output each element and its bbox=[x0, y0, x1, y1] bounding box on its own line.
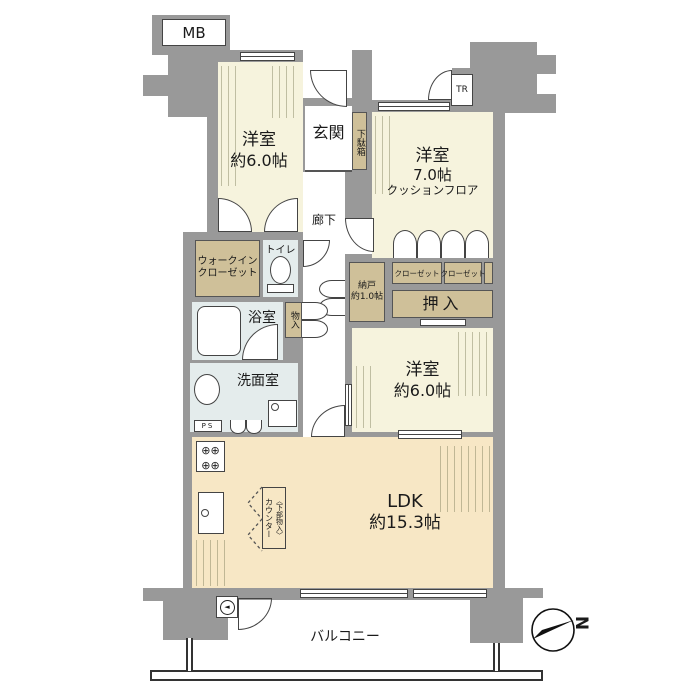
closet-bifold-door bbox=[393, 230, 417, 258]
window-balcony-right bbox=[413, 589, 487, 598]
door-arc-balcony bbox=[238, 598, 272, 630]
wall-shaft-tr-tab1 bbox=[537, 55, 556, 74]
compass-north-label: N bbox=[571, 615, 592, 631]
closet-right-label: クローゼット bbox=[440, 268, 486, 278]
counter-dashed-partition bbox=[247, 486, 263, 552]
room-nando bbox=[349, 262, 385, 322]
kitchen-stove: ⊕⊕ ⊕⊕ bbox=[196, 441, 225, 472]
room-oshiire bbox=[392, 290, 493, 318]
closet-bifold-door bbox=[441, 230, 465, 258]
sliding-door-oshiire bbox=[420, 319, 466, 326]
kitchen-faucet-icon bbox=[201, 509, 209, 517]
closet-left-label: クローゼット bbox=[394, 268, 440, 278]
room-wic bbox=[195, 240, 260, 297]
room-ldk bbox=[192, 437, 493, 588]
washbasin bbox=[194, 374, 220, 405]
floor-hatch bbox=[440, 446, 490, 512]
closet-cell-end bbox=[484, 262, 493, 284]
wic-label: ウォークイン クローゼット bbox=[197, 256, 258, 279]
balcony-label: バルコニー bbox=[310, 628, 380, 645]
kitchen-counter: カウンター 〈下部物入〉 bbox=[262, 487, 286, 549]
stove-burner-icon: ⊕⊕ bbox=[201, 444, 220, 457]
storage-small-door bbox=[302, 302, 328, 320]
ps-box: PS bbox=[194, 420, 222, 432]
balcony-post-left bbox=[186, 638, 193, 671]
closet-cell-left bbox=[392, 262, 442, 284]
window-bedroom-ne bbox=[378, 102, 450, 111]
oshiire-label: 押入 bbox=[422, 294, 463, 314]
door-arc-tr bbox=[428, 70, 452, 100]
stove-burner-icon: ⊕⊕ bbox=[201, 459, 220, 472]
balcony-railing bbox=[150, 670, 543, 681]
toilet-tank bbox=[267, 284, 294, 293]
nando-label: 納戸 約1.0帖 bbox=[350, 281, 384, 302]
room-bedroom-e bbox=[352, 328, 493, 432]
floor-hatch bbox=[375, 116, 391, 194]
window-balcony-left bbox=[300, 589, 408, 598]
mb-box: MB bbox=[162, 19, 226, 46]
closet-cell-right bbox=[444, 262, 482, 284]
washing-machine-tap-icon bbox=[271, 403, 279, 411]
wall-shaft-mb-tab bbox=[143, 75, 170, 96]
balcony-tap-box: ◄ bbox=[216, 596, 238, 618]
bedroom-ne-label: 洋室 7.0帖 クッションフロア bbox=[386, 145, 479, 198]
bathtub bbox=[197, 306, 241, 356]
floor-hatch bbox=[458, 332, 490, 396]
storage-small bbox=[285, 302, 302, 338]
floor-hatch bbox=[221, 66, 237, 186]
tr-label: TR bbox=[456, 85, 468, 95]
ps-label: PS bbox=[201, 422, 215, 430]
mb-label: MB bbox=[182, 23, 206, 42]
storage-small-label: 物入 bbox=[288, 311, 299, 329]
floor-hatch bbox=[272, 66, 300, 118]
window-bedroom-nw bbox=[240, 52, 295, 61]
bedroom-e-label: 洋室 約6.0帖 bbox=[393, 360, 452, 400]
sliding-door-bedroom-e bbox=[398, 430, 462, 439]
wall-shaft-tr bbox=[470, 42, 537, 113]
closet-bifold-door bbox=[465, 230, 489, 258]
shoe-cabinet-label: 下駄箱 bbox=[354, 128, 365, 156]
balcony-tap-icon: ◄ bbox=[219, 599, 235, 615]
wall-block-se-tab bbox=[523, 588, 543, 598]
floor-hatch bbox=[356, 366, 372, 428]
wall-block-sw-bar bbox=[143, 588, 230, 601]
ldk-label: LDK 約15.3帖 bbox=[369, 491, 441, 533]
wall-shaft-tr-tab2 bbox=[537, 94, 556, 113]
shoe-cabinet bbox=[352, 112, 367, 170]
counter-sub-label: 〈下部物入〉 bbox=[275, 497, 284, 539]
balcony-post-right bbox=[493, 643, 500, 671]
washroom-label: 洗面室 bbox=[237, 372, 279, 389]
tr-box: TR bbox=[451, 74, 473, 106]
entrance-label: 玄関 bbox=[312, 123, 345, 143]
bedroom-nw-label: 洋室 約6.0帖 bbox=[230, 130, 288, 170]
room-entrance bbox=[305, 106, 352, 172]
counter-label: カウンター bbox=[264, 498, 274, 538]
nando-door bbox=[319, 280, 345, 298]
hallway-label: 廊下 bbox=[311, 212, 336, 227]
compass-icon bbox=[531, 608, 575, 652]
sliding-door-hallway-bedroom-e bbox=[345, 384, 352, 426]
storage-small-door bbox=[302, 320, 328, 338]
entrance-step-line bbox=[305, 170, 352, 172]
closet-bifold-door bbox=[417, 230, 441, 258]
bath-label: 浴室 bbox=[248, 309, 276, 326]
floor-hatch bbox=[196, 540, 230, 586]
washroom-bifold-door bbox=[230, 420, 246, 434]
toilet-label: トイレ bbox=[265, 245, 296, 256]
washroom-bifold-door bbox=[246, 420, 262, 434]
toilet-bowl bbox=[270, 256, 291, 284]
